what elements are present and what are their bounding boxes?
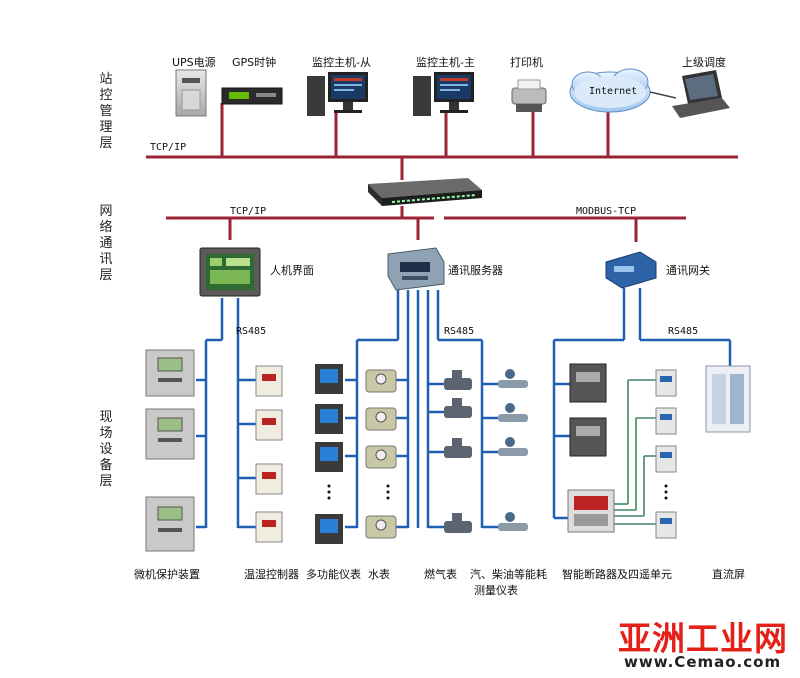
label-comm-server: 通讯服务器 <box>448 264 503 277</box>
layer-label-field: 现场设备层 <box>99 410 113 489</box>
hmi-panel <box>199 247 261 297</box>
label-printer: 打印机 <box>510 56 543 69</box>
layer-label-network: 网络通讯层 <box>99 204 113 283</box>
smart-breakers <box>567 363 615 533</box>
label-fuel-meter-2: 测量仪表 <box>474 584 518 597</box>
label-rs485-a: RS485 <box>236 326 267 337</box>
protection-device-1 <box>145 349 195 397</box>
label-host-master: 监控主机-主 <box>416 56 475 69</box>
label-breaker: 智能断路器及四遥单元 <box>562 568 672 581</box>
network-switch <box>368 178 482 206</box>
label-hmi: 人机界面 <box>270 264 314 277</box>
network-tcp-bus <box>166 206 686 242</box>
label-fuel-meter-1: 汽、柴油等能耗 <box>470 568 547 581</box>
label-temp-humidity: 温湿控制器 <box>244 568 299 581</box>
watermark-brand: 亚洲工业网 <box>618 619 788 658</box>
internet-cloud <box>569 68 677 113</box>
ups-device <box>175 69 207 117</box>
water-meters <box>365 369 397 539</box>
label-dispatch: 上级调度 <box>682 56 726 69</box>
fuel-consumption-meters <box>498 369 528 531</box>
gps-clock-device <box>221 87 283 105</box>
label-gas-meter: 燃气表 <box>424 568 457 581</box>
label-multi-meter: 多功能仪表 <box>306 568 361 581</box>
comm-server-device <box>387 247 445 291</box>
label-internet: Internet <box>589 86 638 97</box>
label-network-tcp: TCP/IP <box>230 206 267 217</box>
label-water-meter: 水表 <box>368 568 390 581</box>
label-station-tcp: TCP/IP <box>150 142 187 153</box>
label-host-slave: 监控主机-从 <box>312 56 371 69</box>
label-gps: GPS时钟 <box>232 56 277 69</box>
dc-panel-cabinet <box>705 365 751 433</box>
label-dc-panel: 直流屏 <box>712 568 745 581</box>
multi-function-meters <box>315 364 343 544</box>
label-rs485-b: RS485 <box>444 326 475 337</box>
label-comm-gateway: 通讯网关 <box>666 264 710 277</box>
label-protection: 微机保护装置 <box>134 568 200 581</box>
comm-gateway-device <box>605 251 657 289</box>
protection-device-2 <box>145 408 195 460</box>
station-tcp-bus <box>146 103 738 180</box>
monitor-host-master <box>413 72 474 116</box>
gas-meters <box>444 370 472 533</box>
breaker-unit-lines <box>614 379 656 525</box>
watermark-site: www.Cemao.com <box>624 653 782 671</box>
monitor-host-slave <box>307 72 368 116</box>
protection-device-3 <box>145 496 195 552</box>
temp-humidity-controllers <box>255 365 283 543</box>
four-remote-units <box>655 369 677 539</box>
label-rs485-c: RS485 <box>668 326 699 337</box>
label-modbus-tcp: MODBUS-TCP <box>576 206 637 217</box>
printer-device <box>511 79 547 112</box>
laptop-device <box>672 70 730 118</box>
layer-label-station: 站控管理层 <box>99 72 113 151</box>
label-ups: UPS电源 <box>172 56 216 69</box>
rs485-lines <box>196 288 732 529</box>
